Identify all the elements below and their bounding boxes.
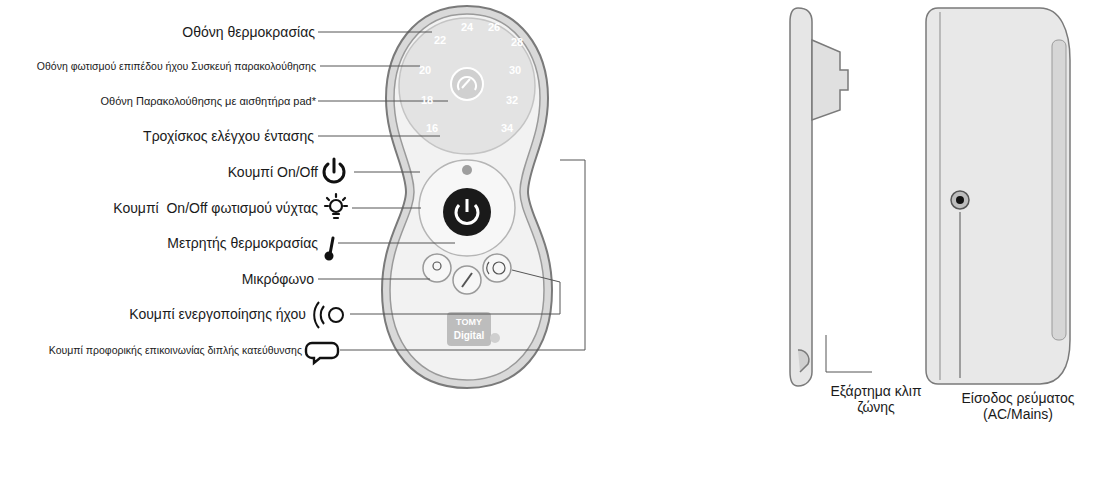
part-label: Κουμπί ενεργοποίησης ήχου xyxy=(129,306,306,322)
part-label: Κουμπί προφορικής επικοινωνίας διπλής κα… xyxy=(49,344,302,356)
brand-text: TOMY xyxy=(456,317,482,327)
dial-number: 34 xyxy=(501,122,513,135)
part-label: Τροχίσκος ελέγχου έντασης xyxy=(143,128,314,144)
dial-number: 28 xyxy=(511,36,523,49)
brand-text: Digital xyxy=(454,330,485,342)
part-label: Μικρόφωνο xyxy=(242,271,314,287)
part-label: Μετρητής θερμοκρασίας xyxy=(167,235,318,251)
part-label: Οθόνη Παρακολούθησης με αισθητήρα pad* xyxy=(100,95,316,108)
part-label: Εξάρτημα κλιπ ζώνης xyxy=(826,383,926,415)
part-label: Είσοδος ρεύματος (AC/Mains) xyxy=(943,390,1093,422)
part-label: Οθόνη θερμοκρασίας xyxy=(182,24,315,40)
dial-number: 30 xyxy=(509,64,521,77)
dial-number: 26 xyxy=(488,21,500,34)
part-label: Οθόνη φωτισμού επιπέδου ήχου Συσκευή παρ… xyxy=(37,60,316,72)
dial-number: 18 xyxy=(421,94,433,107)
dial-number: 16 xyxy=(426,122,438,135)
part-label: Κουμπί On/Off xyxy=(228,164,318,180)
part-label: Κουμπί On/Off φωτισμού νύχτας xyxy=(113,200,318,216)
dial-number: 32 xyxy=(506,94,518,107)
dial-number: 24 xyxy=(461,21,473,34)
dial-number: 20 xyxy=(419,64,431,77)
dial-number: 22 xyxy=(434,34,446,47)
